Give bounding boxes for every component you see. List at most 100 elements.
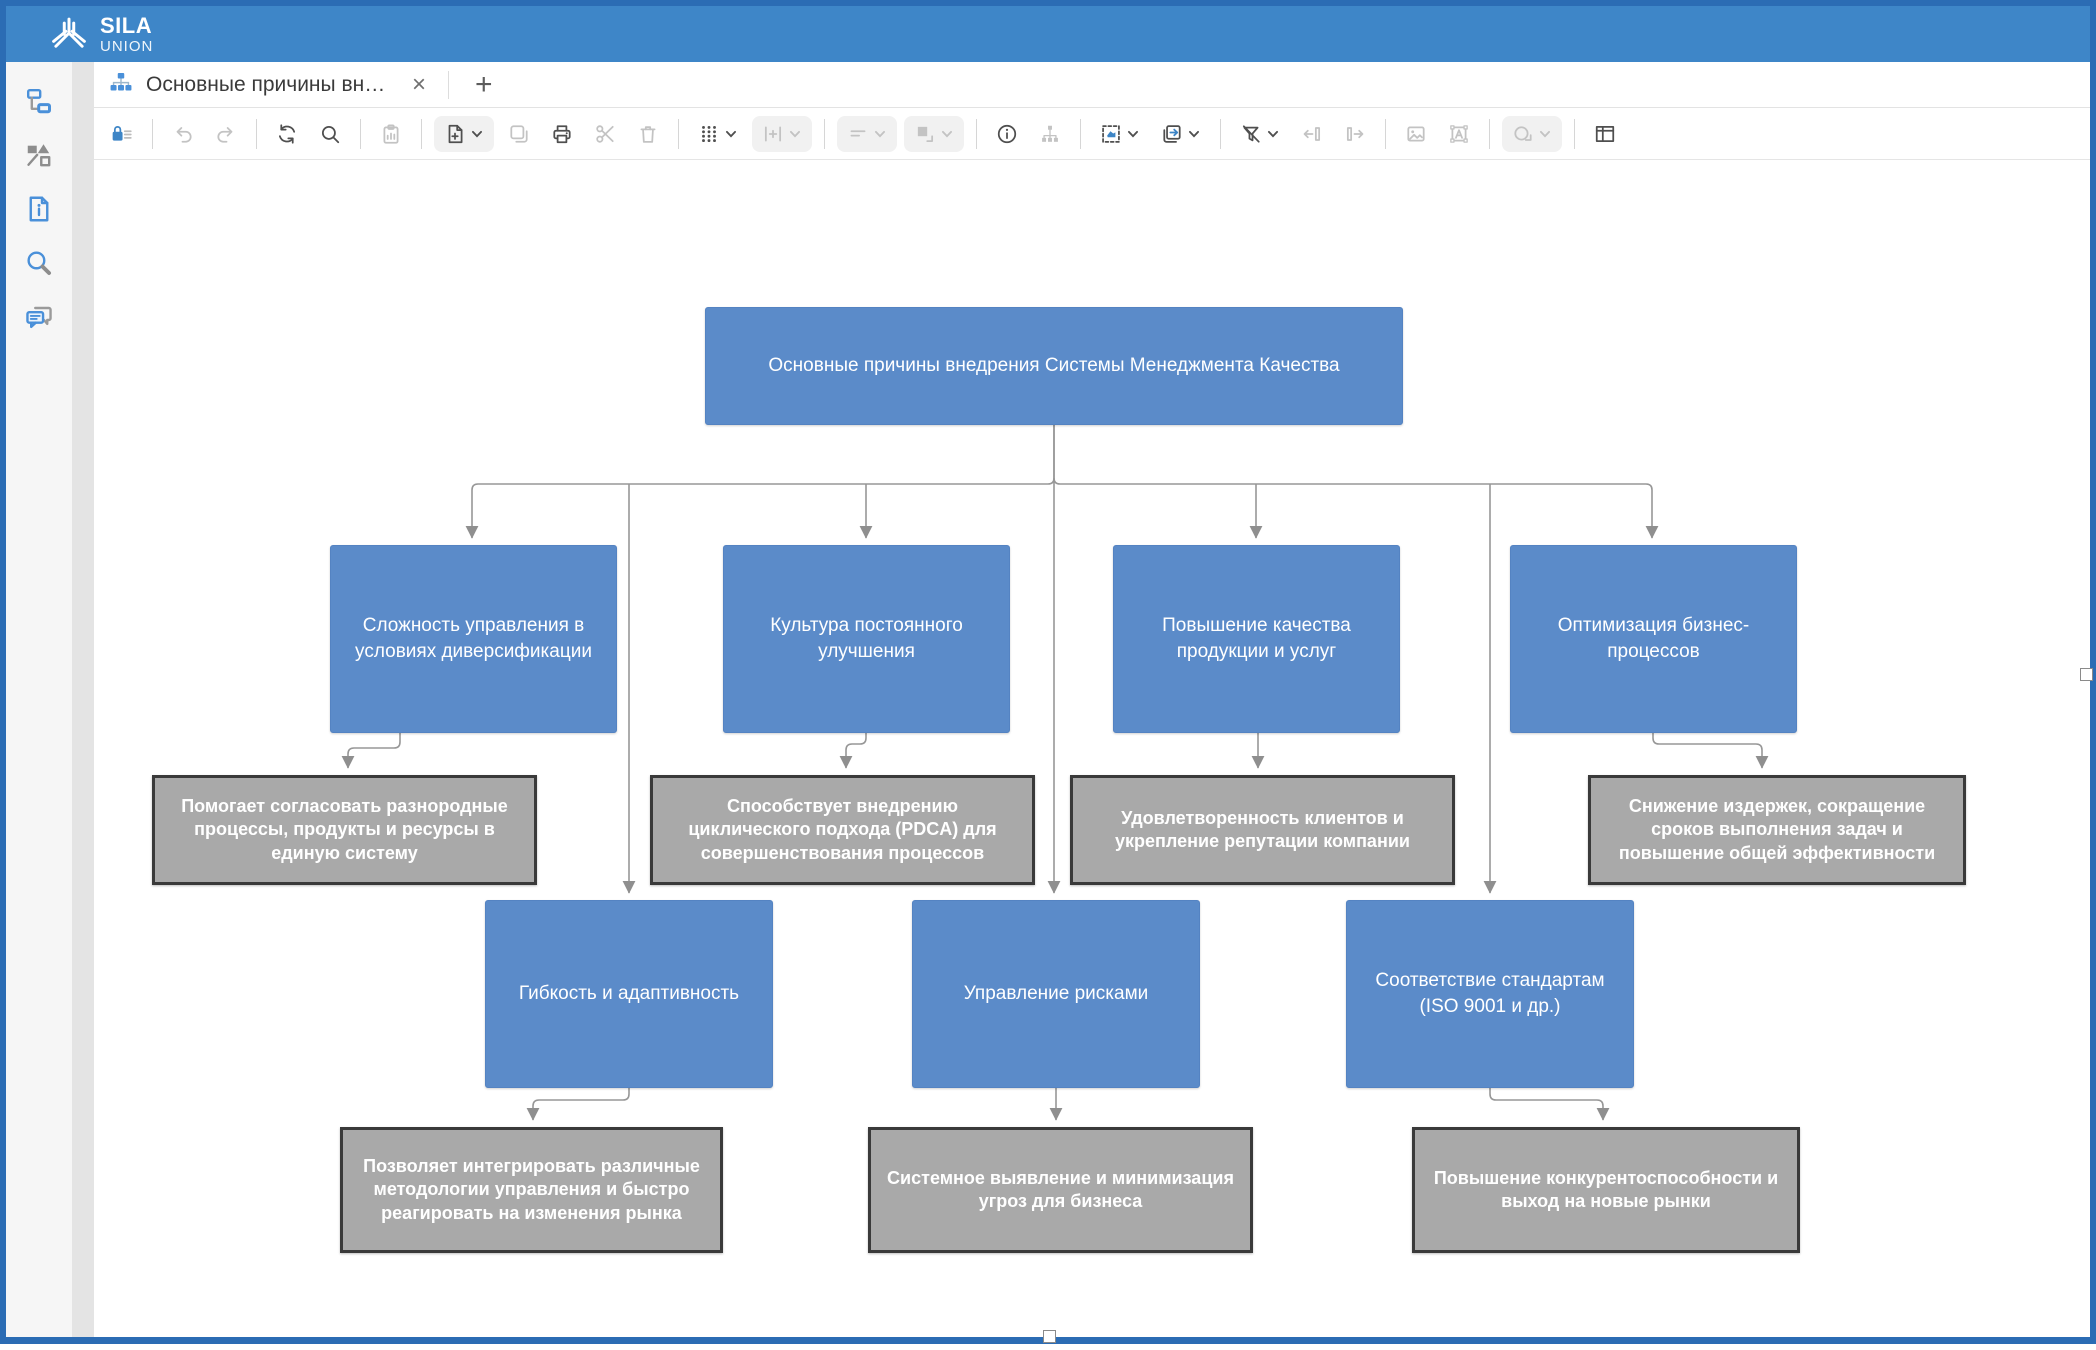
diagram-node-b1[interactable]: Сложность управления в условиях диверсиф…: [330, 545, 617, 733]
grid-button[interactable]: [691, 117, 745, 151]
node-label: Культура постоянного улучшения: [770, 615, 963, 662]
sidebar-item-shapes[interactable]: [6, 130, 72, 184]
page-resize-handle-bottom[interactable]: [1043, 1330, 1056, 1343]
toolbar-separator: [421, 118, 422, 149]
redo-button[interactable]: [208, 117, 244, 151]
delete-button[interactable]: [630, 117, 666, 151]
refresh-icon: [276, 123, 298, 145]
chevron-down-icon: [1538, 127, 1552, 141]
delete-icon: [637, 123, 659, 145]
diagram-node-b2[interactable]: Культура постоянного улучшения: [723, 545, 1010, 733]
diagram-node-c1[interactable]: Гибкость и адаптивность: [485, 900, 773, 1088]
diagram-node-g1[interactable]: Помогает согласовать разнородные процесс…: [152, 775, 537, 885]
toolbar-separator: [824, 118, 825, 149]
tab-main-diagram[interactable]: Основные причины внед... ×: [94, 62, 448, 107]
sidebar-item-comments[interactable]: [6, 292, 72, 346]
diagram-node-h1[interactable]: Позволяет интегрировать различные методо…: [340, 1127, 723, 1253]
resize-button[interactable]: [904, 115, 964, 152]
image-button[interactable]: [1398, 117, 1434, 151]
chevron-down-icon: [940, 127, 954, 141]
node-label: Способствует внедрению циклического подх…: [688, 795, 997, 863]
node-label: Сложность управления в условиях диверсиф…: [355, 615, 592, 662]
diagram-node-h2[interactable]: Системное выявление и минимизация угроз …: [868, 1127, 1253, 1253]
shift-right-button[interactable]: [1337, 117, 1373, 151]
image-icon: [1405, 123, 1427, 145]
sila-logo-icon: [52, 17, 86, 48]
info-button[interactable]: [989, 117, 1025, 151]
diagram-node-g3[interactable]: Удовлетворенность клиентов и укрепление …: [1070, 775, 1455, 885]
diagram-node-b4[interactable]: Оптимизация бизнес-процессов: [1510, 545, 1797, 733]
diagram-node-c3[interactable]: Соответствие стандартам (ISO 9001 и др.): [1346, 900, 1634, 1088]
app-header: SILA UNION: [0, 6, 2096, 62]
sidebar-item-document-info[interactable]: [6, 184, 72, 238]
tab-close-icon[interactable]: ×: [412, 70, 427, 98]
zoom-search-button[interactable]: [312, 117, 348, 151]
sidebar-gutter: [72, 62, 94, 1337]
toolbar-separator: [152, 118, 153, 149]
link-object-icon: [1512, 123, 1534, 145]
new-diagram-button[interactable]: [434, 115, 494, 152]
node-label: Снижение издержек, сокращение сроков вып…: [1618, 795, 1936, 863]
brand-line1: SILA: [100, 12, 153, 38]
panel-button[interactable]: [1587, 117, 1623, 151]
filter-off-button[interactable]: [1233, 117, 1287, 151]
diagram-node-g4[interactable]: Снижение издержек, сокращение сроков вып…: [1588, 775, 1966, 885]
toolbar-separator: [678, 118, 679, 149]
node-label: Повышение качества продукции и услуг: [1162, 615, 1351, 662]
refresh-button[interactable]: [269, 117, 305, 151]
sidebar-item-diagram-tree[interactable]: [6, 76, 72, 130]
toolbar-separator: [1489, 118, 1490, 149]
undo-button[interactable]: [165, 117, 201, 151]
toolbar-separator: [256, 118, 257, 149]
link-object-button[interactable]: [1502, 115, 1562, 152]
window-left-border: [0, 0, 6, 1344]
document-info-icon: [24, 194, 54, 229]
toolbar-separator: [1385, 118, 1386, 149]
cut-button[interactable]: [587, 117, 623, 151]
diagram-node-b3[interactable]: Повышение качества продукции и услуг: [1113, 545, 1400, 733]
hierarchy-button[interactable]: [1032, 117, 1068, 151]
diagram-node-g2[interactable]: Способствует внедрению циклического подх…: [650, 775, 1035, 885]
shapes-icon: [24, 140, 54, 175]
tab-label: Основные причины внед...: [146, 72, 396, 96]
spacing-icon: [762, 123, 784, 145]
node-label: Оптимизация бизнес-процессов: [1557, 615, 1750, 662]
copy-button[interactable]: [501, 117, 537, 151]
window-top-border: [0, 0, 2096, 6]
grid-icon: [698, 123, 720, 145]
node-label: Управление рисками: [963, 983, 1149, 1005]
org-chart-icon: [108, 70, 134, 99]
chevron-down-icon: [1126, 127, 1140, 141]
align-icon: [847, 123, 869, 145]
toolbar: [94, 108, 2090, 160]
lock-button[interactable]: [104, 117, 140, 151]
print-button[interactable]: [544, 117, 580, 151]
panel-icon: [1594, 123, 1616, 145]
shift-left-button[interactable]: [1294, 117, 1330, 151]
tab-separator: [448, 70, 450, 99]
sidebar-item-search[interactable]: [6, 238, 72, 292]
page-resize-handle-right[interactable]: [2080, 668, 2093, 681]
spacing-button[interactable]: [752, 115, 812, 152]
new-diagram-icon: [444, 123, 466, 145]
diagram-node-root[interactable]: Основные причины внедрения Системы Менед…: [705, 307, 1403, 425]
toolbar-separator: [1574, 118, 1575, 149]
diagram-node-h3[interactable]: Повышение конкурентоспособности и выход …: [1412, 1127, 1800, 1253]
paste-button[interactable]: [373, 117, 409, 151]
brand-logo: SILA UNION: [48, 13, 153, 55]
diagram-node-c2[interactable]: Управление рисками: [912, 900, 1200, 1088]
shift-left-icon: [1301, 123, 1323, 145]
cut-icon: [594, 123, 616, 145]
hierarchy-icon: [1039, 123, 1061, 145]
select-objects-button[interactable]: [1093, 117, 1147, 151]
comments-icon: [24, 302, 54, 337]
text-frame-button[interactable]: [1441, 117, 1477, 151]
undo-icon: [172, 123, 194, 145]
new-tab-button[interactable]: +: [475, 67, 493, 101]
toolbar-separator: [976, 118, 977, 149]
text-frame-icon: [1448, 123, 1470, 145]
copy-to-button[interactable]: [1154, 117, 1208, 151]
chevron-down-icon: [788, 127, 802, 141]
align-button[interactable]: [837, 115, 897, 152]
